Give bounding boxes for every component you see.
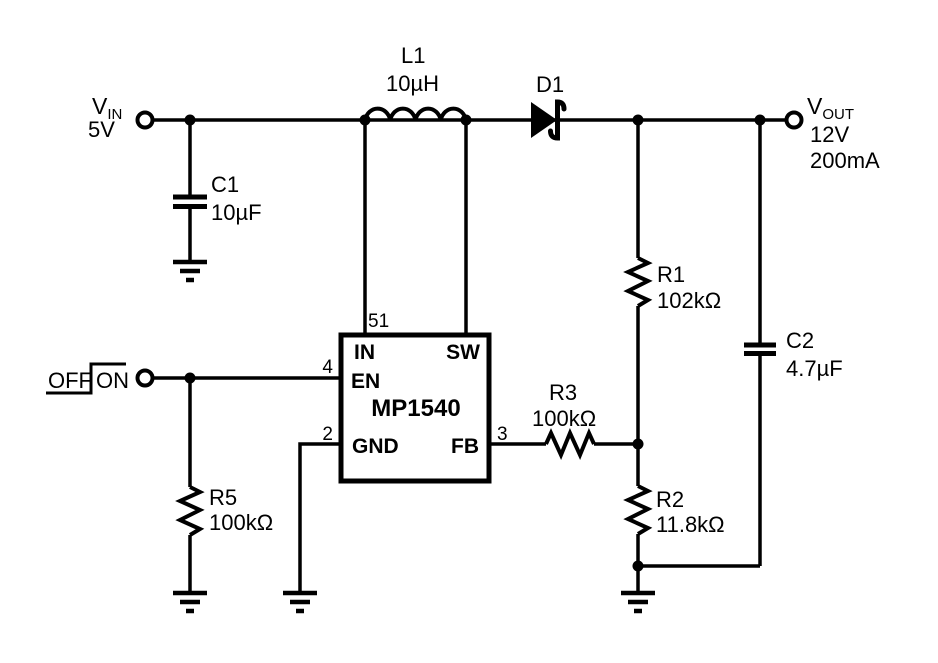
vin-terminal [135, 110, 155, 130]
ground-gnd-pin [283, 590, 317, 614]
c1-value: 10µF [211, 200, 262, 225]
resistor-r5 [175, 485, 205, 537]
r1-value: 102kΩ [657, 288, 721, 313]
pin-number-en: 4 [322, 357, 333, 378]
pin-number-in: 51 [368, 311, 389, 332]
pin-number-fb: 3 [497, 424, 508, 445]
ic-pin-in-label: IN [354, 341, 375, 364]
r3-value: 100kΩ [532, 406, 596, 431]
ic-pin-gnd-label: GND [352, 435, 399, 458]
ic-body [338, 332, 492, 484]
resistor-r2 [623, 484, 653, 536]
r2-ref: R2 [656, 487, 684, 512]
vin-subscript: IN [107, 106, 122, 123]
resistor-r3 [544, 427, 596, 461]
capacitor-c2 [744, 342, 776, 356]
enable-on-label: ON [96, 368, 129, 393]
c2-ref: C2 [786, 328, 814, 353]
junction-dot [184, 114, 196, 126]
c1-ref: C1 [211, 172, 239, 197]
ic-pin-fb-label: FB [451, 435, 479, 458]
vout-voltage: 12V [810, 122, 849, 147]
vout-current: 200mA [810, 148, 880, 173]
ic-pin-sw-label: SW [446, 341, 480, 364]
diode-d1 [531, 99, 567, 141]
r5-ref: R5 [209, 485, 237, 510]
enable-step-symbol [46, 362, 126, 395]
diode-anode-triangle [531, 102, 557, 138]
ground-output-node [621, 590, 655, 614]
vout-label: VOUT [807, 93, 854, 123]
ground-c1 [173, 259, 207, 283]
d1-ref: D1 [536, 72, 564, 97]
junction-dot [632, 114, 644, 126]
r2-value: 11.8kΩ [656, 512, 725, 537]
gnd-pin-wire [298, 442, 341, 593]
wires [154, 118, 787, 593]
vout-name: V [807, 93, 823, 119]
diode-schottky-cathode-bar [548, 99, 567, 141]
ground-r5 [173, 590, 207, 614]
c2-value: 4.7µF [786, 356, 843, 381]
junction-dot [632, 438, 644, 450]
r3-ref: R3 [549, 380, 577, 405]
r1-ref: R1 [657, 262, 685, 287]
l1-value: 10µH [386, 71, 439, 96]
l1-ref: L1 [401, 43, 425, 68]
pin-number-gnd: 2 [322, 424, 333, 445]
ic-pin-en-label: EN [351, 370, 380, 393]
enable-terminal [135, 368, 155, 388]
resistor-r1 [623, 256, 653, 308]
vout-subscript: OUT [822, 106, 854, 123]
vin-voltage: 5V [88, 117, 115, 142]
inductor-l1 [363, 106, 468, 121]
junction-dot [184, 372, 196, 384]
capacitor-c1 [173, 194, 207, 209]
vin-label: VIN [92, 93, 122, 123]
junction-dot [632, 560, 644, 572]
ic-part-number: MP1540 [371, 395, 460, 422]
vout-terminal [784, 110, 804, 130]
r5-value: 100kΩ [209, 510, 273, 535]
enable-off-label: OFF [48, 368, 92, 393]
vin-name: V [92, 93, 108, 119]
junction-dot [754, 114, 766, 126]
